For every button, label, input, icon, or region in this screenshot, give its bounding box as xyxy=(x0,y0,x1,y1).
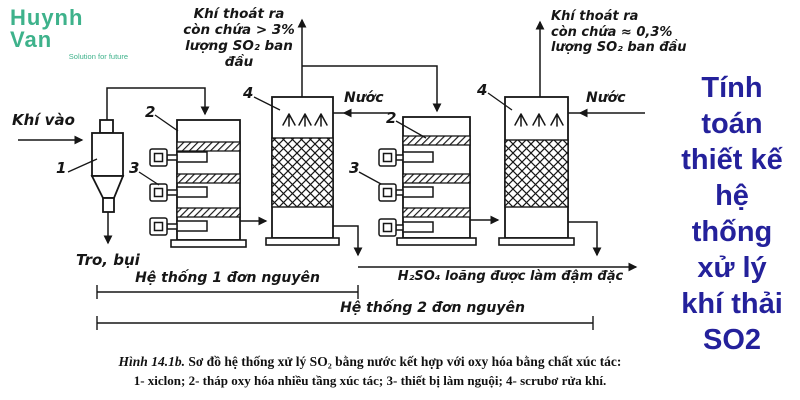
flow-pipes xyxy=(18,18,645,272)
headline-line: thiết kế xyxy=(681,144,783,176)
label-system-1: Hệ thống 1 đơn nguyên xyxy=(135,270,320,286)
cyclone xyxy=(90,119,125,213)
label-ash-dust: Tro, bụi xyxy=(76,251,140,269)
oxidation-tower-1 xyxy=(149,119,247,248)
caption-line-1: Hình 14.1b. Sơ đồ hệ thống xử lý SO₂ bằn… xyxy=(40,352,700,371)
figure-caption: Hình 14.1b. Sơ đồ hệ thống xử lý SO₂ bằn… xyxy=(40,352,700,390)
caption-figure-number: Hình 14.1b. xyxy=(118,354,185,369)
tower1-bed-3 xyxy=(176,207,241,218)
tower1-bed-2 xyxy=(176,173,241,184)
tower2-coolers xyxy=(378,148,434,237)
scrubber2-spray-nozzles xyxy=(514,113,564,127)
label-acid: H₂SO₄ loãng được làm đậm đặc xyxy=(397,269,624,284)
logo-title: Huynh Van xyxy=(10,5,84,52)
cyclone-outlet xyxy=(102,197,115,213)
headline-line: khí thải xyxy=(681,288,783,320)
headline-line: xử lý xyxy=(697,252,767,284)
headline-line: SO2 xyxy=(702,324,762,356)
scrubber-1 xyxy=(265,96,340,246)
label-water-1: Nước xyxy=(344,90,384,106)
label-water-2: Nước xyxy=(586,90,626,106)
scrubber2-drain xyxy=(568,221,602,257)
scrubber2-base xyxy=(498,237,575,246)
leader-lines xyxy=(67,92,513,186)
oxidation-tower-2 xyxy=(378,116,477,246)
tower2-base xyxy=(396,237,477,246)
item-number-4-scrubber1: 4 xyxy=(243,84,254,102)
caption-title: Sơ đồ hệ thống xử lý SO₂ bằng nước kết h… xyxy=(188,354,622,369)
scrubber2-packing xyxy=(504,139,569,208)
label-gas-inlet: Khí vào xyxy=(12,111,75,129)
dimension-lines xyxy=(96,285,594,330)
scrubber1-drain xyxy=(333,225,363,257)
logo-tagline: Solution for future xyxy=(68,52,128,61)
headline-line: Tính xyxy=(701,72,763,104)
scrubber-2 xyxy=(498,96,575,246)
tower2-bed-2 xyxy=(402,173,471,184)
scrubber1-to-tower2 xyxy=(302,65,442,113)
item-number-3-cooler1: 3 xyxy=(129,159,140,177)
tower1-bed-1 xyxy=(176,141,241,152)
headline-line: hệ xyxy=(715,180,749,212)
headline: Tính toán thiết kế hệ thống xử lý khí th… xyxy=(664,70,800,358)
note-vent-system2: Khí thoát ra còn chứa ≈ 0,3% lượng SO₂ b… xyxy=(551,9,687,55)
cyclone-body xyxy=(91,132,124,177)
caption-line-2: 1- xiclon; 2- tháp oxy hóa nhiều tầng xú… xyxy=(133,373,607,388)
cyclone-cone xyxy=(90,175,125,199)
logo: Huynh Van Solution for future xyxy=(10,5,128,62)
tower2-bed-3 xyxy=(402,207,471,218)
item-number-2-tower1: 2 xyxy=(145,103,156,121)
headline-line: thống xyxy=(691,216,773,248)
scrubber1-packing xyxy=(271,137,334,208)
item-number-1-cyclone: 1 xyxy=(56,159,67,177)
cyclone-to-tower1 xyxy=(106,87,210,120)
note-vent-system1: Khí thoát ra còn chứa > 3% lượng SO₂ ban… xyxy=(183,6,295,70)
tower1-base xyxy=(170,239,247,248)
item-number-3-cooler2: 3 xyxy=(349,159,360,177)
item-number-4-scrubber2: 4 xyxy=(477,81,488,99)
scrubber1-spray-nozzles xyxy=(282,113,328,127)
tower1-coolers xyxy=(149,148,208,236)
headline-line: toán xyxy=(701,108,763,140)
scrubber1-base xyxy=(265,237,340,246)
label-system-2: Hệ thống 2 đơn nguyên xyxy=(340,300,525,316)
item-number-2-tower2: 2 xyxy=(386,109,397,127)
tower2-bed-1 xyxy=(402,135,471,146)
cyclone-neck xyxy=(99,119,114,134)
